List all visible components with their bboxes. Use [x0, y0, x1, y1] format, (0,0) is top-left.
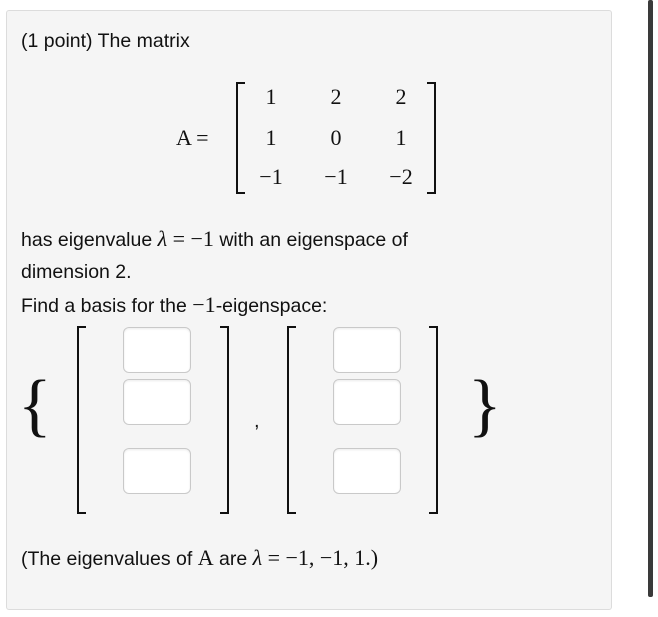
- vector-1-entry-3-input[interactable]: [123, 448, 191, 494]
- matrix-cell: −1: [259, 164, 283, 189]
- matrix-cell: −2: [389, 164, 413, 189]
- set-close-brace: }: [468, 367, 502, 444]
- vector-2-entry-1-input[interactable]: [333, 327, 401, 373]
- vector-1-left-bracket: [77, 326, 86, 514]
- vector-1-right-bracket: [220, 326, 229, 514]
- matrix-cell: 1: [395, 125, 407, 150]
- matrix-cell: 1: [265, 125, 277, 150]
- vector-2-left-bracket: [287, 326, 296, 514]
- problem-header: (1 point) The matrix: [21, 30, 190, 52]
- matrix-cell: 0: [330, 125, 342, 150]
- matrix-right-bracket: [427, 82, 436, 194]
- matrix-label: A =: [176, 125, 209, 150]
- vector-1-entry-1-input[interactable]: [123, 327, 191, 373]
- matrix-left-bracket: [236, 82, 245, 194]
- scrollbar[interactable]: [648, 0, 653, 597]
- statement-line-2: dimension 2.: [21, 261, 132, 283]
- matrix-cell: 2: [395, 84, 407, 109]
- eigenvalues-note: (The eigenvalues of A are λ = −1, −1, 1.…: [21, 545, 379, 570]
- matrix-cell: −1: [324, 164, 348, 189]
- vector-2-entry-2-input[interactable]: [333, 379, 401, 425]
- vector-1-entry-2-input[interactable]: [123, 379, 191, 425]
- vector-2-right-bracket: [429, 326, 438, 514]
- problem-card: [6, 10, 612, 610]
- vector-separator-comma: ,: [254, 410, 260, 432]
- statement-line-1: has eigenvalue λ = −1 with an eigenspace…: [21, 226, 408, 251]
- matrix-cell: 2: [330, 84, 342, 109]
- matrix-cell: 1: [265, 84, 277, 109]
- basis-prompt: Find a basis for the −1-eigenspace:: [21, 292, 328, 317]
- vector-2-entry-3-input[interactable]: [333, 448, 401, 494]
- set-open-brace: {: [18, 367, 52, 444]
